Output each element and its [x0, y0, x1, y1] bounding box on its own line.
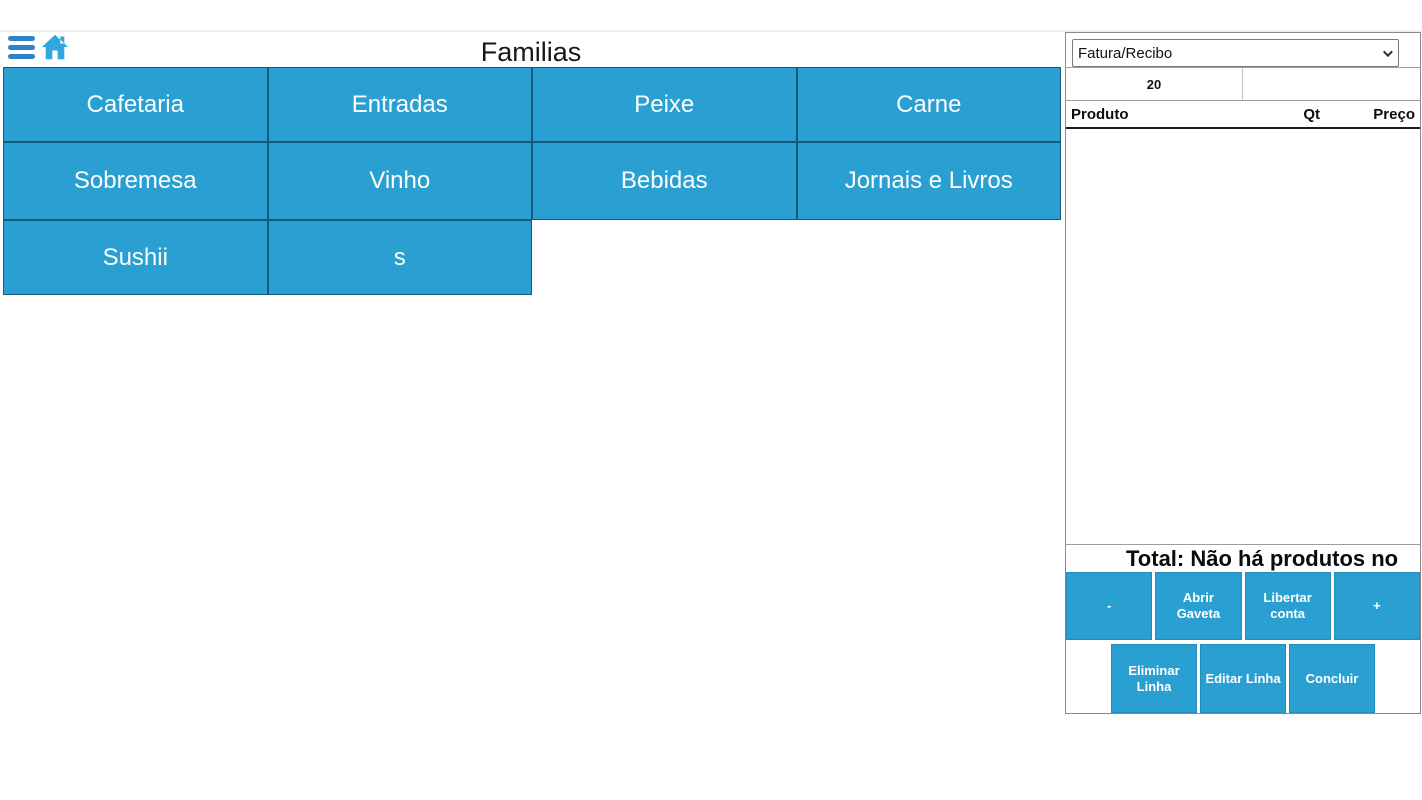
column-header-qt: Qt: [1303, 105, 1320, 123]
family-button-s[interactable]: s: [267, 220, 532, 295]
document-type-value: Fatura/Recibo: [1078, 44, 1173, 62]
family-button-cafetaria[interactable]: Cafetaria: [3, 67, 268, 142]
family-button-sobremesa[interactable]: Sobremesa: [3, 142, 268, 220]
actions-row-1: - Abrir Gaveta Libertar conta +: [1066, 572, 1420, 640]
concluir-button[interactable]: Concluir: [1289, 644, 1375, 713]
family-button-bebidas[interactable]: Bebidas: [532, 142, 797, 220]
hamburger-bar: [8, 54, 35, 59]
libertar-conta-button[interactable]: Libertar conta: [1244, 572, 1331, 640]
editar-linha-button[interactable]: Editar Linha: [1200, 644, 1286, 713]
hamburger-bar: [8, 45, 35, 50]
home-icon[interactable]: [41, 33, 69, 61]
product-list[interactable]: [1066, 129, 1420, 544]
family-button-entradas[interactable]: Entradas: [267, 67, 532, 142]
abrir-gaveta-button[interactable]: Abrir Gaveta: [1155, 572, 1242, 640]
product-table-header: Produto Qt Preço: [1066, 101, 1420, 129]
increase-button[interactable]: +: [1333, 572, 1420, 640]
column-header-produto: Produto: [1071, 105, 1129, 123]
family-button-peixe[interactable]: Peixe: [532, 67, 797, 142]
quantity-aux-field[interactable]: [1243, 68, 1420, 100]
chevron-down-icon: [1382, 46, 1393, 57]
families-grid: Cafetaria Entradas Peixe Carne Sobremesa…: [3, 67, 1061, 295]
topbar-divider: [0, 30, 1422, 32]
family-button-sushii[interactable]: Sushii: [3, 220, 268, 295]
total-label: Total: Não há produtos no: [1066, 544, 1420, 572]
family-button-carne[interactable]: Carne: [796, 67, 1061, 142]
column-header-preco: Preço: [1373, 105, 1415, 123]
page-title: Familias: [480, 37, 582, 67]
document-type-select[interactable]: Fatura/Recibo: [1072, 39, 1399, 67]
family-button-vinho[interactable]: Vinho: [267, 142, 532, 220]
hamburger-bar: [8, 36, 35, 41]
decrease-button[interactable]: -: [1066, 572, 1153, 640]
quantity-field[interactable]: 20: [1066, 68, 1243, 100]
actions-row-2: Eliminar Linha Editar Linha Concluir: [1111, 644, 1375, 713]
quantity-row: 20: [1066, 67, 1420, 101]
hamburger-menu-icon[interactable]: [8, 36, 35, 59]
eliminar-linha-button[interactable]: Eliminar Linha: [1111, 644, 1197, 713]
order-panel: Fatura/Recibo 20 Produto Qt Preço Total:…: [1065, 32, 1421, 714]
family-button-jornais-e-livros[interactable]: Jornais e Livros: [796, 142, 1061, 220]
